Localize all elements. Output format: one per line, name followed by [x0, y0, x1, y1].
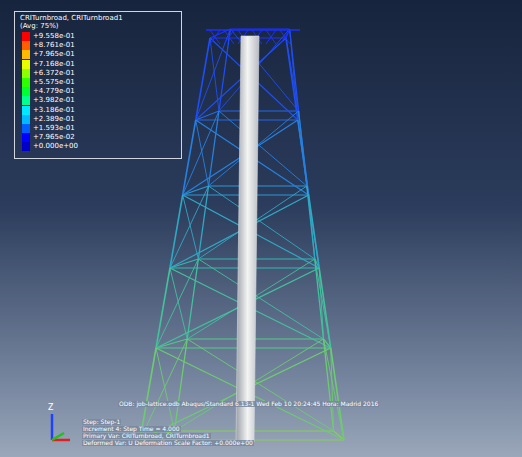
member — [183, 195, 199, 259]
member — [286, 38, 299, 111]
member — [156, 259, 198, 348]
deformed-var-info: Deformed Var: U Deformation Scale Factor… — [82, 440, 254, 446]
member — [266, 30, 276, 44]
primary-var-info: Primary Var: CRITurnbroad, CRITurnbroad1 — [82, 433, 211, 439]
member — [219, 111, 307, 186]
member — [156, 348, 174, 431]
legend-value: +6.372e-01 — [33, 70, 75, 77]
member — [307, 186, 319, 268]
axis-triad — [52, 414, 70, 440]
legend-swatch — [22, 50, 30, 59]
legend-swatch — [22, 106, 30, 115]
odb-info: ODB: job-lattice.odb Abaqus/Standard 6.1… — [118, 401, 379, 407]
increment-info: Increment 4: Step Time = 4.000 — [82, 426, 181, 432]
axis-label: Z — [48, 404, 53, 412]
member — [183, 120, 196, 195]
legend-swatch — [22, 115, 30, 124]
member — [140, 339, 187, 440]
member — [307, 186, 315, 259]
legend-swatch — [22, 142, 30, 151]
member — [280, 30, 290, 44]
legend-title: CRITurnbroad, CRITurnbroad1 — [20, 15, 123, 22]
step-info: Step: Step-1 — [82, 419, 121, 425]
member — [183, 111, 219, 195]
legend-subtitle: (Avg: 75%) — [20, 23, 59, 30]
legend-value: +5.575e-01 — [33, 79, 75, 86]
legend-swatch — [22, 78, 30, 87]
legend-value: +7.965e-02 — [33, 134, 75, 141]
member — [198, 259, 323, 339]
member — [219, 110, 299, 111]
legend-value: +1.593e-01 — [33, 125, 75, 132]
legend-swatch — [22, 60, 30, 69]
member — [210, 38, 219, 111]
member — [206, 29, 300, 31]
member — [210, 30, 220, 44]
legend-swatch — [22, 96, 30, 105]
member — [266, 30, 276, 44]
member — [298, 120, 307, 186]
legend-value: +7.965e-01 — [33, 51, 75, 58]
legend-swatch — [22, 41, 30, 50]
legend-value: +2.389e-01 — [33, 116, 75, 123]
member — [209, 186, 315, 259]
member — [331, 348, 334, 431]
member — [324, 339, 344, 440]
member — [299, 111, 309, 195]
member — [219, 29, 230, 111]
member — [170, 186, 209, 268]
legend-swatch — [22, 133, 30, 142]
legend-swatch — [22, 32, 30, 41]
legend-value: +8.761e-01 — [33, 42, 75, 49]
monopile-column — [236, 36, 259, 442]
legend-value: +3.186e-01 — [33, 107, 75, 114]
legend-value: +9.558e-01 — [33, 33, 75, 40]
member — [196, 120, 209, 186]
legend-swatch — [22, 124, 30, 133]
member — [209, 185, 307, 186]
member — [290, 29, 298, 120]
member — [196, 38, 210, 120]
legend-value: +4.779e-01 — [33, 88, 75, 95]
member — [198, 258, 314, 259]
legend-swatch — [22, 69, 30, 78]
legend-value: +3.982e-01 — [33, 97, 75, 104]
member — [187, 339, 333, 431]
member — [224, 30, 234, 44]
member — [315, 259, 331, 348]
legend-value: +0.000e+00 — [33, 143, 78, 150]
member — [210, 30, 220, 44]
legend-swatch — [22, 87, 30, 96]
member — [324, 339, 334, 431]
member — [156, 268, 170, 348]
legend-value: +7.168e-01 — [33, 61, 75, 68]
member — [170, 195, 183, 268]
member — [280, 30, 290, 44]
member — [170, 268, 187, 339]
member — [224, 30, 234, 44]
